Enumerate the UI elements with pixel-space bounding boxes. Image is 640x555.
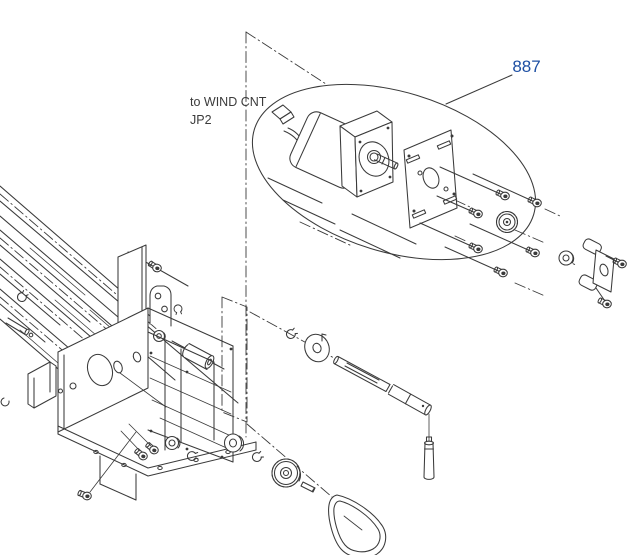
base-flange	[57, 425, 257, 501]
pin	[5, 317, 34, 338]
large-hole	[86, 353, 114, 387]
flanged-washer	[304, 333, 330, 363]
screw	[146, 259, 163, 273]
connector-plug	[271, 104, 295, 125]
e-ring	[172, 303, 184, 316]
hub-washer	[152, 329, 166, 343]
screw	[596, 296, 612, 309]
drive-gear	[271, 458, 302, 488]
left-edge-fasteners	[0, 289, 57, 409]
roller	[171, 340, 225, 371]
side-plate	[57, 307, 167, 433]
wind-shaft	[333, 355, 432, 416]
spool-shaft-assembly	[284, 327, 435, 480]
screw	[132, 446, 150, 462]
corner-bracket	[27, 361, 57, 409]
e-ring	[251, 450, 265, 463]
clip	[0, 397, 10, 407]
key-pin	[300, 481, 316, 493]
mount-hardware	[419, 166, 627, 309]
screw	[467, 206, 483, 219]
motor-gear	[495, 210, 519, 234]
wiring-note: to WIND CNT JP2	[190, 95, 267, 127]
callout-887[interactable]: 887	[445, 56, 547, 105]
e-ring	[15, 289, 31, 304]
callout-leader-line	[445, 74, 513, 105]
ear-bracket	[149, 285, 172, 327]
belt	[328, 494, 387, 555]
base-fasteners	[76, 423, 200, 501]
handle-grip	[423, 436, 435, 480]
screw	[524, 245, 540, 258]
screw	[143, 440, 161, 456]
screw	[467, 241, 483, 254]
pulley-washer	[223, 433, 245, 453]
plate-center-hole	[422, 167, 440, 189]
screw	[76, 488, 93, 501]
motor-shaft	[373, 153, 399, 170]
motor-assembly	[271, 104, 399, 198]
wiring-note-line1: to WIND CNT	[190, 95, 267, 109]
e-ring	[284, 327, 299, 340]
screw	[611, 256, 627, 269]
winder-box	[147, 307, 234, 463]
screw	[494, 188, 510, 201]
callout-label[interactable]: 887	[512, 57, 540, 76]
spacer-washer	[558, 250, 575, 266]
motor-mount-plate	[403, 129, 458, 229]
mount-bracket	[578, 238, 615, 293]
gear-train	[223, 433, 387, 555]
wiring-note-line2: JP2	[190, 113, 212, 127]
motor-gearbox	[339, 110, 394, 198]
screw	[492, 265, 508, 278]
flanged-bushing	[164, 435, 181, 451]
detail-balloon	[251, 83, 537, 261]
screw	[526, 195, 542, 208]
